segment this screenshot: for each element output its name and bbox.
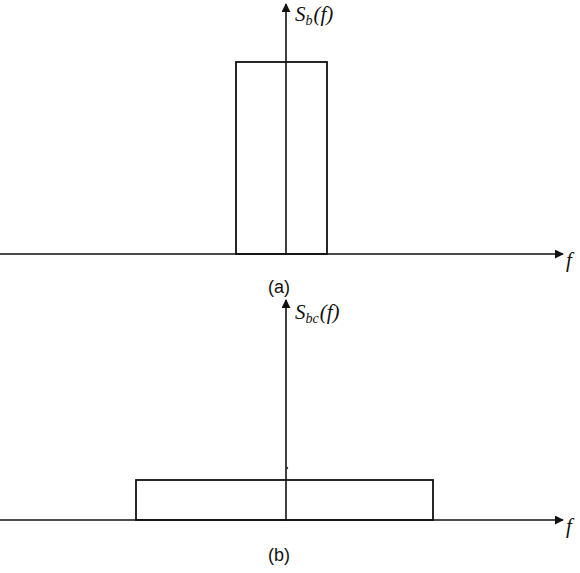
axis-subscript: bc — [306, 312, 319, 326]
y-axis — [285, 4, 287, 255]
dot-mark — [286, 467, 288, 469]
axis-argument: (f) — [320, 302, 340, 323]
spectrum-rect — [236, 62, 327, 254]
axis-subscript: b — [306, 14, 313, 28]
axis-symbol: S — [295, 4, 306, 25]
y-axis — [285, 300, 287, 521]
axis-argument: (f) — [314, 4, 334, 25]
axis-symbol: S — [295, 302, 306, 323]
axis-label: f — [566, 250, 572, 271]
spectrum-rect — [136, 480, 433, 520]
axis-label: f — [566, 516, 572, 537]
panel-caption: (b) — [268, 546, 290, 564]
panel-caption: (a) — [268, 278, 290, 296]
